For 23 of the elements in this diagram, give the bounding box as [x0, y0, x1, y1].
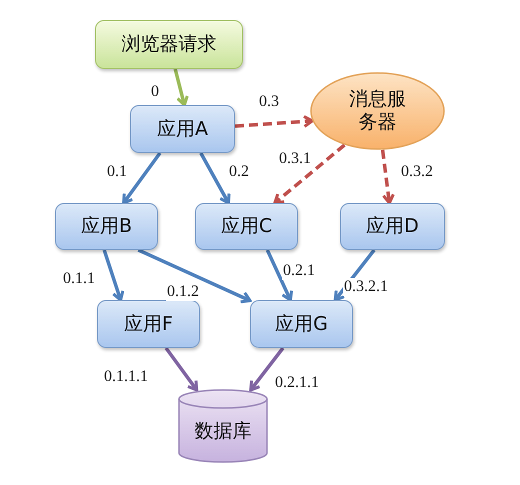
- arrow: [122, 152, 162, 204]
- process-box: 应用C: [195, 203, 298, 250]
- arrow: [273, 144, 346, 204]
- process-box: 应用G: [250, 300, 353, 348]
- arrow: [102, 249, 124, 302]
- arrow: [234, 114, 314, 128]
- process-box: 应用D: [340, 203, 445, 250]
- database-cylinder: 数据库: [178, 390, 268, 462]
- arrow: [174, 68, 189, 106]
- edge-label: 0.1.2: [166, 283, 200, 301]
- arrow: [380, 150, 395, 204]
- edge-label: 0.3.2.1: [343, 278, 389, 296]
- arrow: [199, 152, 230, 204]
- request-box: 浏览器请求: [95, 20, 243, 69]
- arrow: [164, 346, 198, 392]
- arrow: [138, 248, 252, 304]
- process-box: 应用F: [97, 300, 200, 348]
- process-box: 应用B: [55, 203, 158, 250]
- arrow: [249, 346, 284, 392]
- edge-label: 0.2.1: [282, 262, 316, 280]
- server-ellipse: 消息服务器: [310, 72, 445, 150]
- process-box: 应用A: [130, 105, 235, 153]
- arrow: [266, 249, 294, 302]
